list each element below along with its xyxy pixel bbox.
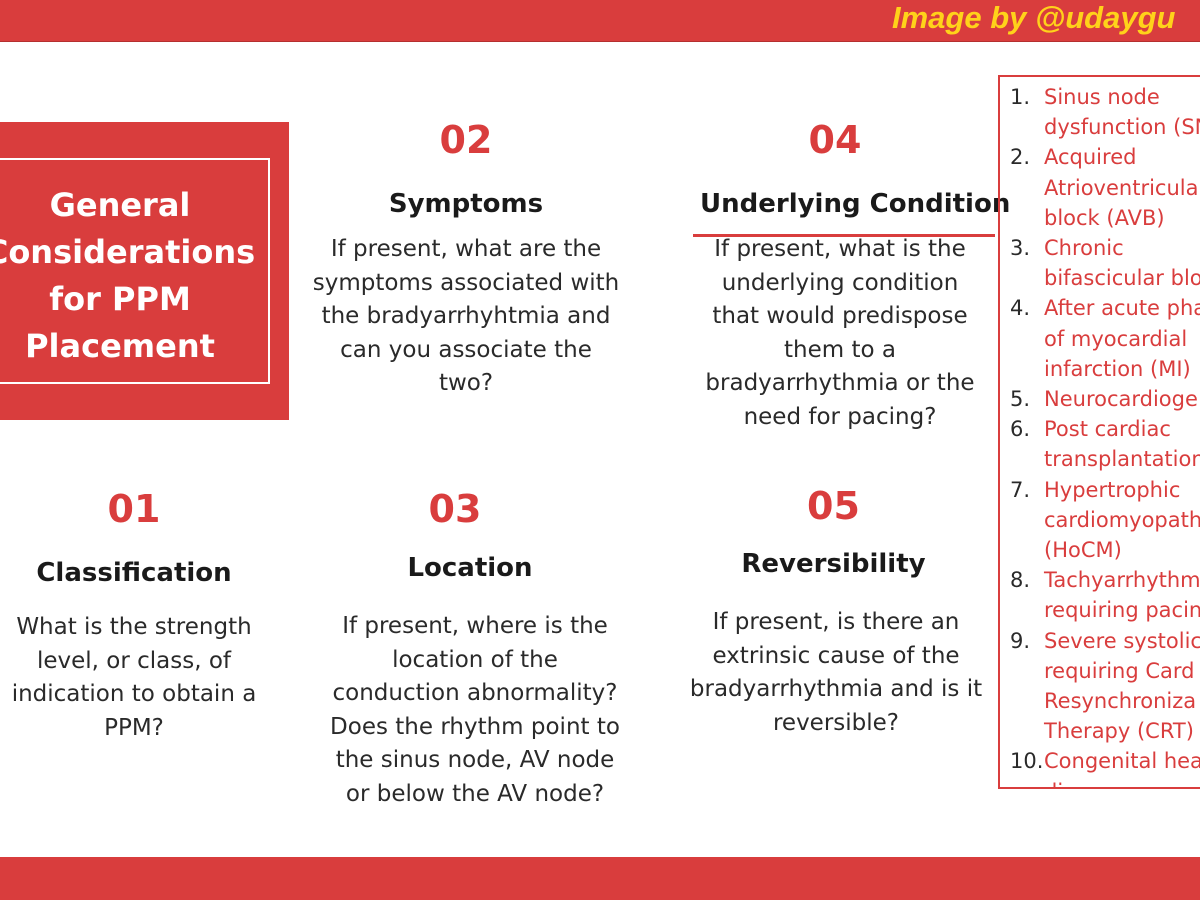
card-number: 03 <box>428 487 482 531</box>
card-heading: Classification <box>36 558 232 588</box>
list-item-number: 10. <box>1010 749 1044 774</box>
card-symptoms: 02 Symptoms If present, what are the sym… <box>301 118 631 401</box>
list-item-text: Neurocardioge <box>1044 387 1198 412</box>
page-title: General Considerations for PPM Placement <box>0 186 256 365</box>
list-item: 9. Severe systolic requiring Card Resynch… <box>1000 626 1200 747</box>
image-credit: Image by @udaygu <box>892 0 1176 35</box>
conditions-list-frame <box>998 75 1200 789</box>
card-text: What is the strength level, or class, of… <box>11 614 257 741</box>
card-underlying-condition: 04 Underlying Condition If present, what… <box>690 118 1011 434</box>
list-item-number: 2. <box>1010 145 1031 170</box>
card-text: If present, is there an extrinsic cause … <box>689 609 983 736</box>
list-item-text: Congenital hea disease <box>1044 749 1200 787</box>
list-item: 6. Post cardiac transplantation <box>1000 414 1200 474</box>
list-item: 7. Hypertrophic cardiomyopath (HoCM) <box>1000 475 1200 566</box>
list-item-text: Post cardiac transplantation <box>1044 417 1200 472</box>
list-item-text: Severe systolic requiring Card Resynchro… <box>1044 628 1200 744</box>
list-item: 1. Sinus node dysfunction (SN <box>1000 82 1200 142</box>
card-heading: Reversibility <box>741 549 926 579</box>
card-heading: Underlying Condition <box>700 189 1011 219</box>
conditions-list: 1. Sinus node dysfunction (SN 2. Acquired A… <box>1000 77 1200 787</box>
title-panel: General Considerations for PPM Placement <box>0 122 289 420</box>
list-item: 2. Acquired Atrioventricula block (AVB) <box>1000 142 1200 233</box>
card-heading: Symptoms <box>388 189 544 219</box>
list-item: 3. Chronic bifascicular blo <box>1000 233 1200 293</box>
top-banner: Image by @udaygu <box>0 0 1200 42</box>
card-number: 05 <box>807 484 860 528</box>
list-item-text: Hypertrophic cardiomyopath (HoCM) <box>1044 477 1200 563</box>
list-item-number: 7. <box>1010 477 1031 502</box>
list-item: 10.Congenital hea disease <box>1000 746 1200 787</box>
list-item-number: 1. <box>1010 85 1031 109</box>
title-frame <box>0 158 270 384</box>
heading-underline <box>693 234 995 237</box>
card-heading: Location <box>407 553 533 583</box>
card-text: If present, what is the underlying condi… <box>705 236 975 430</box>
card-reversibility: 05 Reversibility If present, is there an… <box>681 484 991 740</box>
card-text: If present, where is the location of the… <box>330 613 620 807</box>
card-location: 03 Location If present, where is the loc… <box>315 487 635 811</box>
list-item-number: 9. <box>1010 628 1031 653</box>
list-item-text: Acquired Atrioventricula block (AVB) <box>1044 145 1199 230</box>
list-item-text: Chronic bifascicular blo <box>1044 236 1200 291</box>
card-classification: 01 Classification What is the strength l… <box>0 487 268 745</box>
list-item: 5. Neurocardioge <box>1000 384 1200 414</box>
list-item: 8. Tachyarrhythm requiring pacin <box>1000 565 1200 625</box>
list-item-number: 8. <box>1010 568 1031 593</box>
list-item-text: Sinus node dysfunction (SN <box>1044 85 1200 140</box>
card-number: 01 <box>107 487 161 531</box>
list-item-number: 5. <box>1010 387 1031 412</box>
bottom-banner <box>0 857 1200 900</box>
card-text: If present, what are the symptoms associ… <box>312 236 620 396</box>
card-number: 02 <box>439 118 493 162</box>
list-item-number: 6. <box>1010 417 1031 442</box>
list-item-text: Tachyarrhythm requiring pacin <box>1044 568 1200 623</box>
list-item: 4. After acute pha of myocardial infarcti… <box>1000 293 1200 384</box>
list-item-text: After acute pha of myocardial infarction… <box>1044 296 1200 381</box>
list-item-number: 4. <box>1010 296 1031 321</box>
list-item-number: 3. <box>1010 236 1031 261</box>
card-number: 04 <box>808 118 862 162</box>
